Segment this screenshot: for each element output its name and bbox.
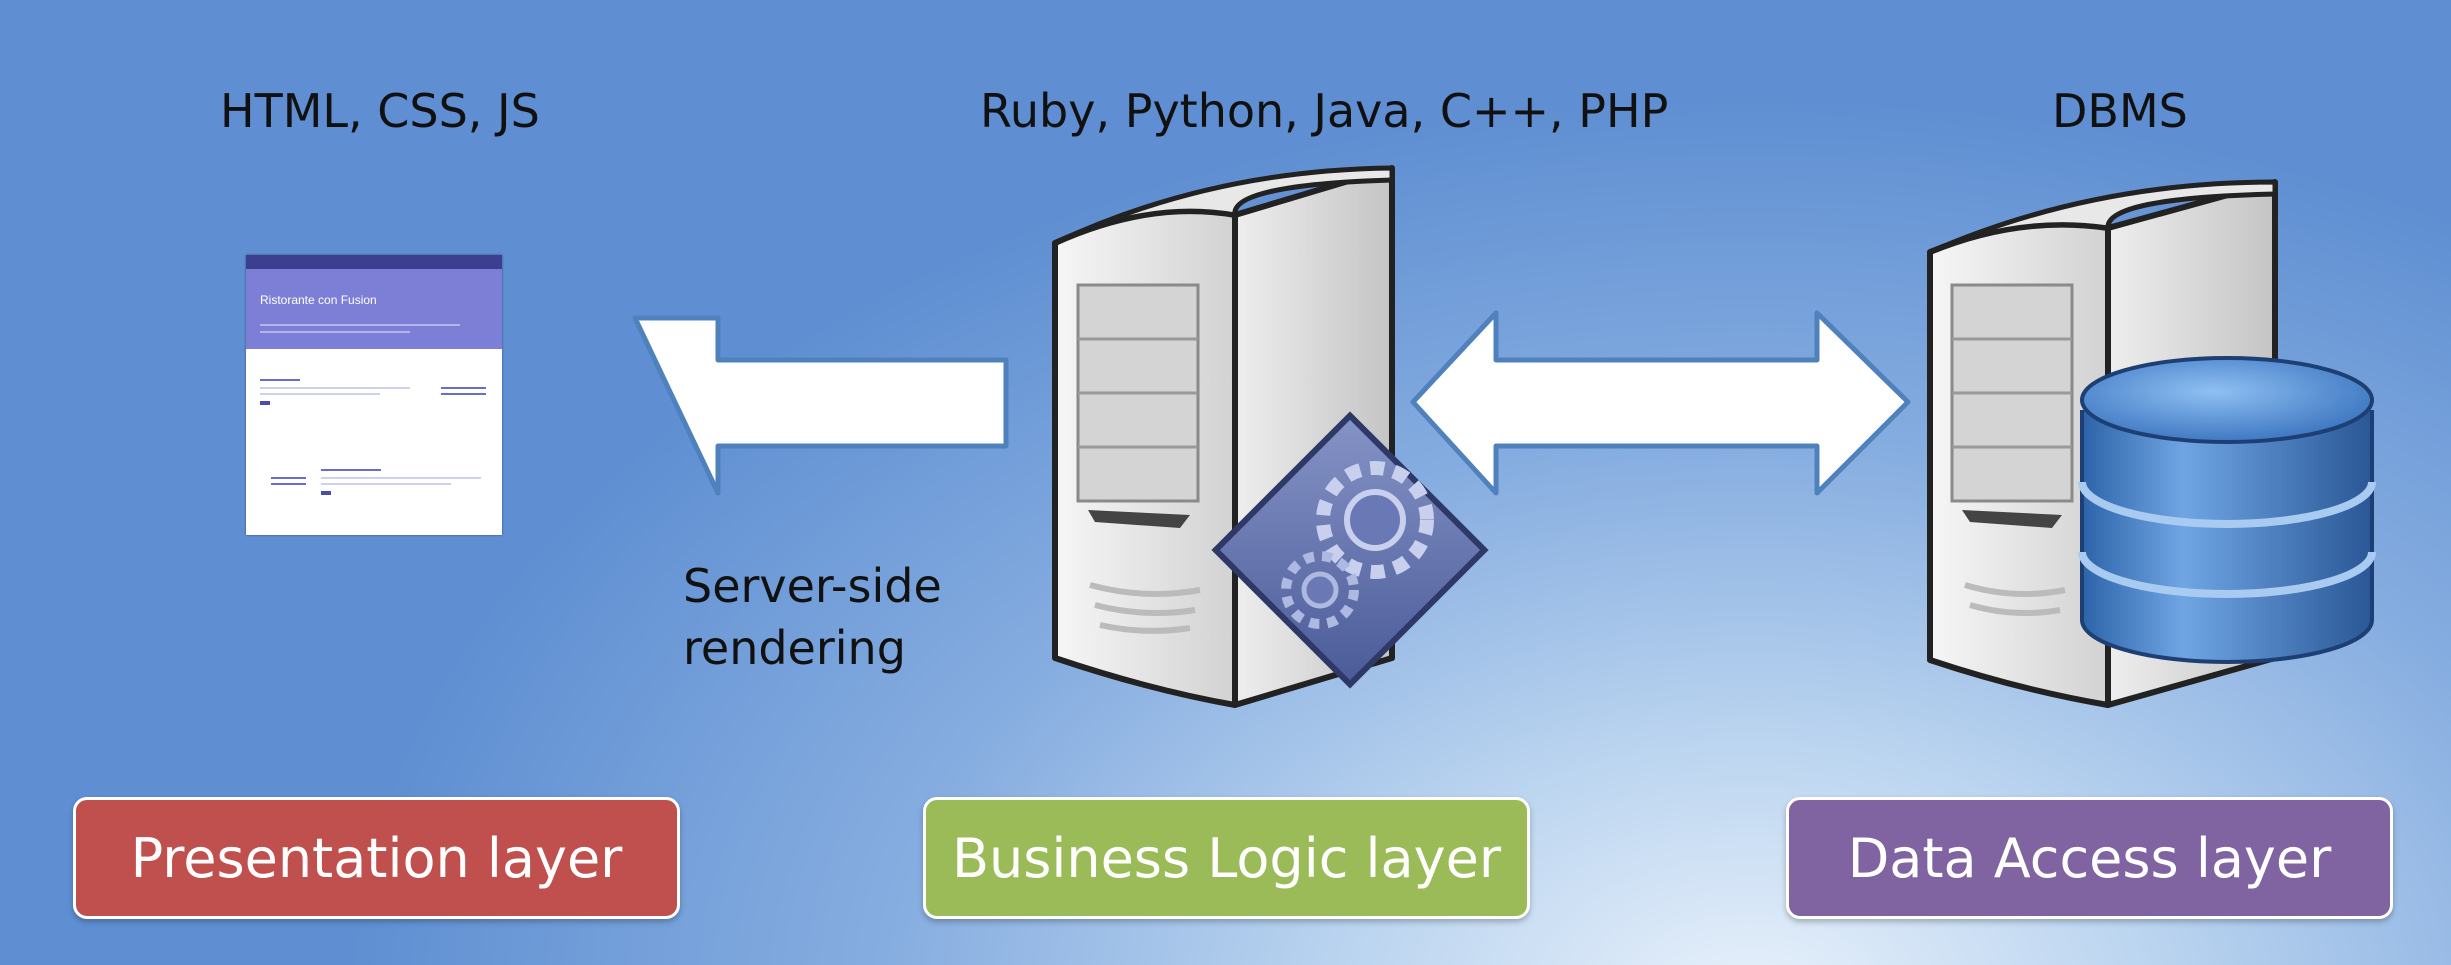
double-arrow [1410, 310, 1911, 496]
database-cylinder-icon [2078, 356, 2376, 664]
caption-line-2: rendering [683, 621, 906, 675]
presentation-layer-box: Presentation layer [73, 797, 680, 919]
thumbnail-navbar [246, 255, 502, 269]
presentation-tech-label: HTML, CSS, JS [220, 84, 540, 138]
caption-line-1: Server-side [683, 559, 942, 613]
business-tech-label: Ruby, Python, Java, C++, PHP [980, 84, 1669, 138]
business-logic-layer-box: Business Logic layer [923, 797, 1530, 919]
data-access-layer-box: Data Access layer [1786, 797, 2393, 919]
left-arrow [632, 315, 1009, 496]
data-tech-label: DBMS [2052, 84, 2188, 138]
gear-badge-icon [1211, 411, 1489, 689]
thumbnail-hero: Ristorante con Fusion [246, 269, 502, 349]
webpage-thumbnail: Ristorante con Fusion [246, 255, 502, 535]
thumbnail-title: Ristorante con Fusion [260, 293, 377, 307]
server-side-rendering-caption: Server-side rendering [683, 555, 942, 679]
